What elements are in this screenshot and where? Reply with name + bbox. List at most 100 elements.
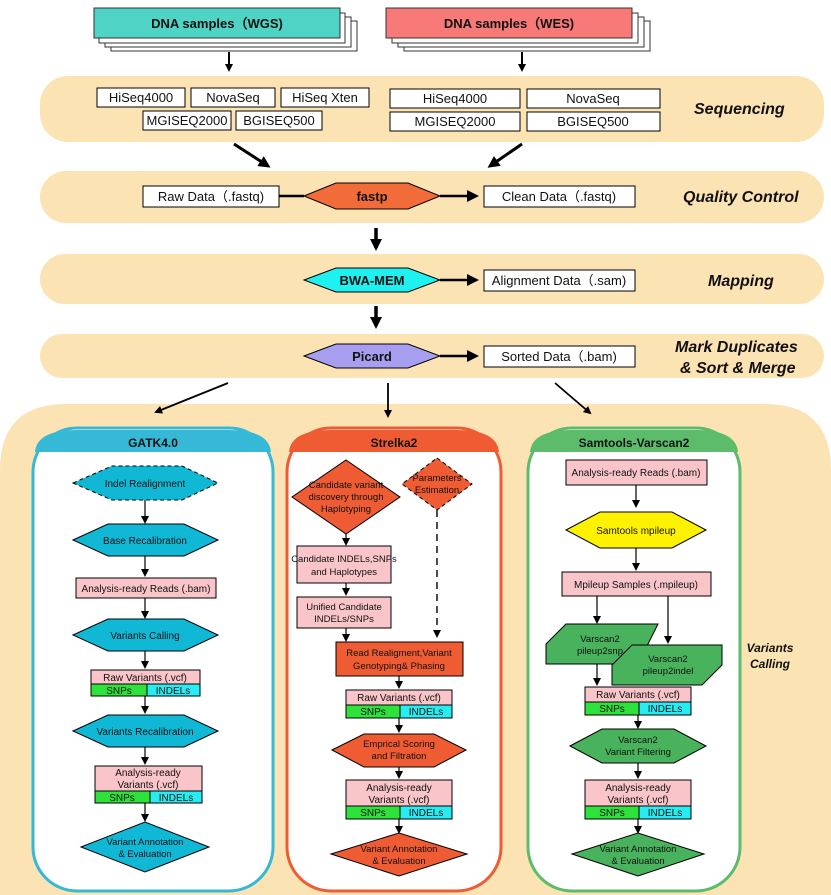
varscan-indel-label-1: Varscan2 bbox=[648, 654, 687, 665]
snps-label: SNPs bbox=[360, 808, 386, 819]
samtools-mpileup-node bbox=[564, 511, 708, 549]
indels-label: INDELs bbox=[648, 808, 682, 819]
mapping-label: Mapping bbox=[708, 273, 774, 290]
gatk-indel-node bbox=[71, 465, 220, 501]
strelka-unified-box bbox=[296, 596, 392, 629]
arrow-seq-qc-left bbox=[233, 142, 271, 168]
gatk-vqsr-label: Variants Recalibration bbox=[96, 727, 193, 738]
platform-label: BGISEQ500 bbox=[243, 113, 315, 128]
varscan-annot-label-1: Variant Annotation bbox=[600, 844, 677, 855]
sorted-box bbox=[483, 345, 636, 368]
platform-label: NovaSeq bbox=[566, 91, 619, 106]
varscan-filter-label-1: Varscan2 bbox=[618, 735, 657, 746]
platform-label: HiSeq4000 bbox=[423, 91, 487, 106]
strelka-score-label-1: Emprical Scoring bbox=[363, 739, 435, 750]
samtools-mpileup-label: Samtools mpileup bbox=[596, 526, 676, 537]
varscan-ready-indels bbox=[638, 805, 692, 820]
strelka-realign-label-1: Read Realigment,Variant bbox=[346, 648, 452, 659]
gatk-ready-label-2: Variants (.vcf) bbox=[118, 780, 179, 791]
strelka-annot-node bbox=[329, 832, 469, 877]
gatk-raw-indels bbox=[146, 683, 201, 697]
varscan-raw-indels bbox=[638, 701, 692, 716]
arrow-to-gatk bbox=[154, 382, 229, 414]
strelka-annot-label-1: Variant Annotation bbox=[361, 844, 438, 855]
raw-data-label: Raw Data（.fastq) bbox=[158, 189, 264, 204]
varscan-ready-label-2: Variants (.vcf) bbox=[608, 795, 669, 806]
gatk-ready-label-1: Analysis-ready bbox=[115, 768, 181, 779]
markdup-label-2: & Sort & Merge bbox=[680, 360, 796, 377]
gatk-vqsr-node bbox=[71, 714, 220, 748]
strelka-panel: Strelka2 Candidate variant discovery thr… bbox=[285, 426, 503, 893]
markdup-label-1: Mark Duplicates bbox=[675, 339, 798, 356]
strelka-annot-label-2: & Evaluation bbox=[372, 856, 425, 867]
gatk-reads-label: Analysis-ready Reads (.bam) bbox=[82, 584, 211, 595]
wes-samples-stack: DNA samples（WES) bbox=[385, 7, 651, 52]
strelka-realign-label-2: Genotyping& Phasing bbox=[353, 661, 445, 672]
varscan-filter-node bbox=[568, 728, 708, 764]
varscan-raw-label: Raw Variants (.vcf) bbox=[596, 690, 680, 701]
wes-header-label: DNA samples（WES) bbox=[444, 16, 574, 31]
gatk-bqsr-node bbox=[71, 523, 220, 557]
platform-label: HiSeq Xten bbox=[292, 90, 358, 105]
wgs-header-label: DNA samples（WGS) bbox=[151, 16, 283, 31]
strelka-indels-box bbox=[296, 545, 392, 584]
strelka-ready-label-2: Variants (.vcf) bbox=[369, 795, 430, 806]
varscan-title-bar bbox=[530, 430, 738, 452]
strelka-ready-label-1: Analysis-ready bbox=[366, 783, 432, 794]
platform-label: MGISEQ2000 bbox=[147, 113, 228, 128]
wes-header bbox=[385, 7, 633, 39]
platform-label: HiSeq4000 bbox=[109, 90, 173, 105]
gatk-ready-box bbox=[94, 765, 203, 792]
strelka-param-label-1: Parameters bbox=[412, 473, 461, 484]
arrow-seq-qc-right bbox=[487, 142, 523, 168]
strelka-score-label-2: and Filtration bbox=[372, 751, 427, 762]
gatk-ready-indels bbox=[149, 790, 203, 804]
strelka-indels-label-2: and Haplotypes bbox=[311, 567, 377, 578]
platform-label: NovaSeq bbox=[206, 90, 259, 105]
strelka-realign-box bbox=[335, 641, 464, 677]
varscan-samples-label: Mpileup Samples (.mpileup) bbox=[574, 580, 698, 591]
strelka-raw-indels bbox=[399, 704, 453, 719]
varscan-panel: Samtools-Varscan2 Analysis-ready Reads (… bbox=[526, 426, 742, 893]
indels-label: INDELs bbox=[409, 707, 443, 718]
wgs-header bbox=[93, 7, 341, 39]
indels-label: INDELs bbox=[159, 793, 193, 804]
arrow-to-varscan bbox=[554, 382, 592, 415]
varscan-reads-label: Analysis-ready Reads (.bam) bbox=[572, 468, 701, 479]
alignment-label: Alignment Data（.sam) bbox=[492, 273, 626, 288]
indels-label: INDELs bbox=[156, 686, 190, 697]
gatk-annot-label-1: Variant Annotation bbox=[107, 837, 184, 848]
wgs-platforms: HiSeq4000 NovaSeq HiSeq Xten MGISEQ2000 … bbox=[96, 87, 370, 131]
snps-label: SNPs bbox=[599, 704, 625, 715]
strelka-indels-label-1: Candidate INDELs,SNPs bbox=[291, 554, 397, 565]
strelka-raw-label: Raw Variants (.vcf) bbox=[357, 693, 441, 704]
calling-label-2: Calling bbox=[750, 657, 791, 671]
strelka-ready-indels bbox=[399, 805, 453, 820]
varscan-ready-box bbox=[584, 779, 692, 807]
clean-data-label: Clean Data（.fastq) bbox=[502, 189, 616, 204]
gatk-bqsr-label: Base Recalibration bbox=[103, 536, 187, 547]
snps-label: SNPs bbox=[109, 793, 135, 804]
gatk-calling-label: Variants Calling bbox=[110, 631, 179, 642]
gatk-reads-box bbox=[75, 577, 217, 599]
gatk-panel: GATK4.0 Indel Realignment Base Recalibra… bbox=[31, 426, 275, 893]
platform-label: BGISEQ500 bbox=[557, 114, 629, 129]
snps-label: SNPs bbox=[106, 686, 132, 697]
fastp-label: fastp bbox=[356, 189, 387, 204]
strelka-ready-box bbox=[345, 779, 453, 807]
varscan-snp-label-1: Varscan2 bbox=[580, 634, 619, 645]
sorted-label: Sorted Data（.bam) bbox=[501, 349, 617, 364]
strelka-param-label-2: Estimation bbox=[415, 485, 459, 496]
picard-label: Picard bbox=[352, 349, 392, 364]
varscan-filter-label-2: Variant Filtering bbox=[605, 747, 671, 758]
alignment-box bbox=[483, 269, 636, 292]
wes-platforms: HiSeq4000 NovaSeq MGISEQ2000 BGISEQ500 bbox=[389, 88, 661, 132]
platform-label: MGISEQ2000 bbox=[415, 114, 496, 129]
strelka-score-node bbox=[330, 733, 468, 768]
strelka-unified-label-2: INDELs/SNPs bbox=[314, 614, 374, 625]
strelka-title: Strelka2 bbox=[371, 436, 418, 450]
snps-label: SNPs bbox=[360, 707, 386, 718]
varscan-indel-label-2: pileup2indel bbox=[643, 666, 694, 677]
varscan-ready-label-1: Analysis-ready bbox=[605, 783, 671, 794]
